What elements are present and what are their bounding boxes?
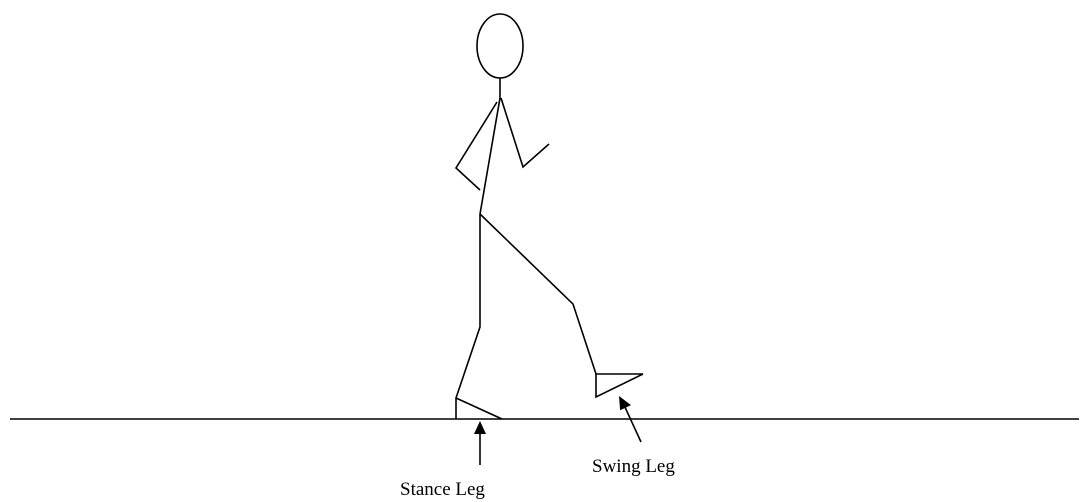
swing-leg-label: Swing Leg — [592, 456, 675, 477]
stance-leg-label: Stance Leg — [400, 479, 485, 500]
swing-leg — [479, 213, 597, 375]
swing-arrow-shaft — [623, 404, 642, 443]
back-arm — [454, 101, 498, 191]
stance-foot — [455, 397, 503, 420]
front-arm — [500, 97, 550, 169]
stance-leg — [455, 214, 481, 419]
stance-arrowhead — [474, 421, 486, 434]
head — [476, 13, 524, 79]
swing-foot — [595, 373, 644, 399]
swing-arrowhead — [619, 396, 631, 411]
torso — [479, 78, 501, 215]
